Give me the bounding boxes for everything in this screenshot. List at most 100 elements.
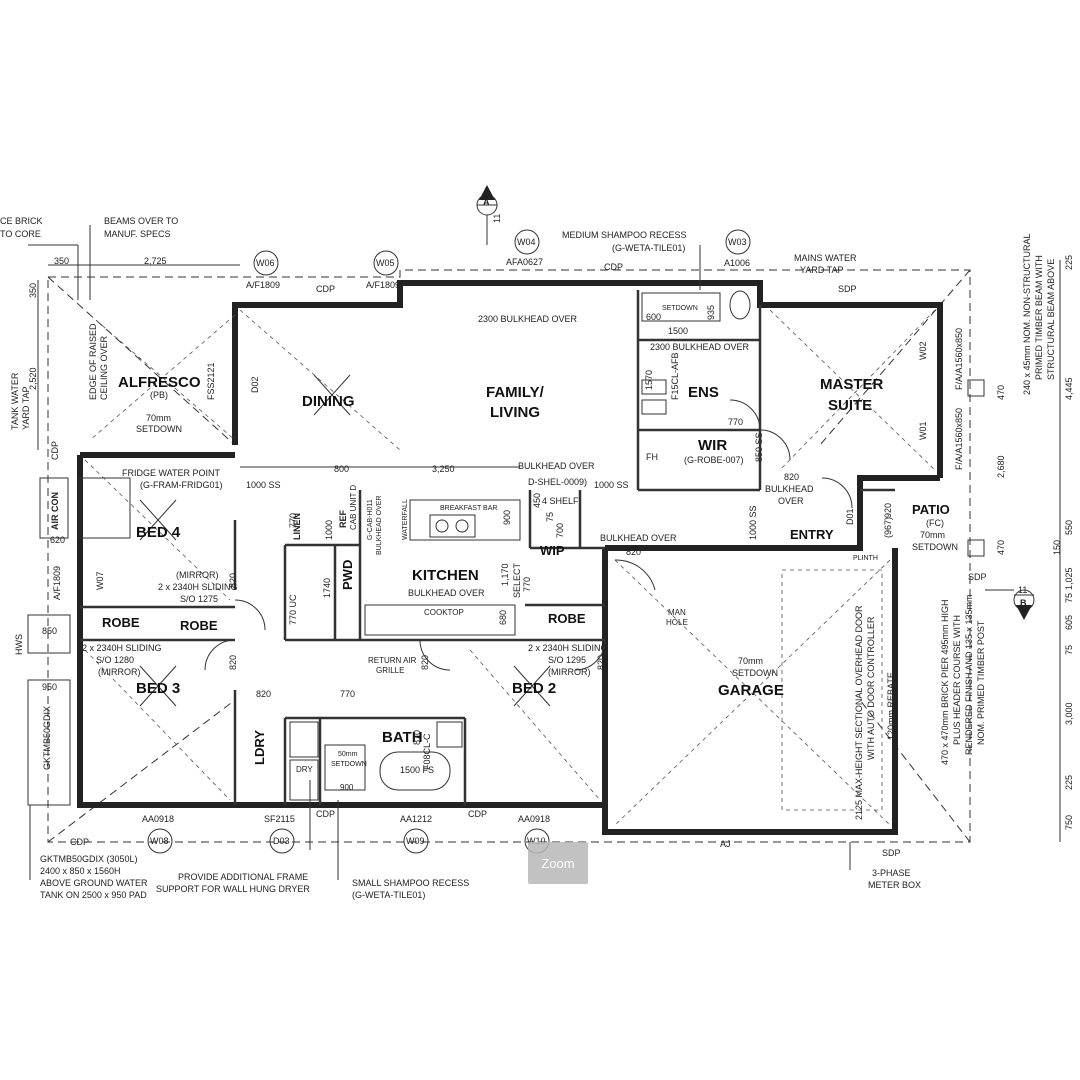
dim-r-605: 605 <box>1064 615 1074 630</box>
note-cooktop: COOKTOP <box>424 608 464 617</box>
dim-770-a: 770 <box>340 689 355 699</box>
note-bulkhead-over: BULKHEAD OVER <box>518 461 595 471</box>
leader-lines <box>28 225 851 880</box>
note-return-air-2: GRILLE <box>376 666 404 675</box>
room-bed4: BED 4 <box>136 524 181 541</box>
code-af1809-b: A/F1809 <box>366 280 400 290</box>
wir-code: (G-ROBE-007) <box>684 455 744 465</box>
code-afa0627: AFA0627 <box>506 257 543 267</box>
dim-680: 680 <box>498 610 508 625</box>
note-bulkhead-over-2: BULKHEAD OVER <box>600 533 677 543</box>
code-w08: W08 <box>150 836 169 846</box>
ceiling-diagonals <box>84 309 936 826</box>
code-w06: W06 <box>256 258 275 268</box>
code-cdp-1: CDP <box>316 284 335 294</box>
room-garage: GARAGE <box>718 682 784 699</box>
code-w04: W04 <box>517 237 536 247</box>
note-frame-2: SUPPORT FOR WALL HUNG DRYER <box>156 884 310 894</box>
dim-820-e: 820 <box>596 655 606 670</box>
note-bulkhead-2300: 2300 BULKHEAD OVER <box>478 314 578 324</box>
dim-935: 935 <box>706 305 716 320</box>
dim-820-c: 820 <box>256 689 271 699</box>
window-codes: W06 W05 W04 W03 W02 W01 W07 W08 W09 W10 … <box>95 229 928 854</box>
dim-350: 350 <box>54 256 69 266</box>
room-kitchen: KITCHEN <box>412 567 479 584</box>
code-section-a: A <box>483 197 490 207</box>
code-fa1560-b: F/A/A1560x850 <box>954 408 964 470</box>
dim-1000ss-b: 1000 SS <box>594 480 629 490</box>
dim-800: 800 <box>334 464 349 474</box>
code-fa1560-a: F/A/A1560x850 <box>954 328 964 390</box>
room-bed3: BED 3 <box>136 680 180 697</box>
dim-75: 75 <box>545 512 555 522</box>
dim-r-1025: 1,025 <box>1064 567 1074 590</box>
note-shampoo-1: MEDIUM SHAMPOO RECESS <box>562 230 687 240</box>
dim-770uc: 770 UC <box>288 594 298 625</box>
alfresco-sub: (PB) <box>150 390 168 400</box>
room-alfresco: ALFRESCO <box>118 374 201 391</box>
note-brick-1: CE BRICK <box>0 216 43 226</box>
door-swings <box>204 399 853 671</box>
patio-sub: (FC) <box>926 518 944 528</box>
dim-350v: 350 <box>28 283 38 298</box>
note-pier-2: PLUS HEADER COURSE WITH <box>952 615 962 745</box>
room-bath: BATH <box>382 729 423 746</box>
note-small-shampoo-1: SMALL SHAMPOO RECESS <box>352 878 469 888</box>
code-section-b-num: 11 <box>1018 585 1027 595</box>
code-cdp-4: CDP <box>316 809 335 819</box>
dim-2725: 2,725 <box>144 256 167 266</box>
note-edge-2: CEILING OVER <box>99 335 109 400</box>
code-d03: D03 <box>273 836 290 846</box>
dim-r-75a: 75 <box>1064 593 1074 603</box>
dim-r-225b: 225 <box>1064 775 1074 790</box>
dim-920: 920 <box>883 503 893 518</box>
dim-900: 900 <box>502 510 512 525</box>
note-sliding-b2a: 2 x 2340H SLIDING <box>528 643 608 653</box>
room-ref: REF <box>338 509 348 528</box>
room-master-1: MASTER <box>820 376 884 393</box>
room-bed2: BED 2 <box>512 680 556 697</box>
zoom-button[interactable]: Zoom <box>528 842 588 884</box>
note-setdown-bath-1: 50mm <box>338 751 358 758</box>
code-cdp-6: CDP <box>50 441 60 460</box>
note-mirror-b4b: 2 x 2340H SLIDING <box>158 582 238 592</box>
note-manhole-1: MAN <box>668 608 686 617</box>
code-aj: AJ <box>720 839 731 849</box>
note-beam-r2: PRIMED TIMBER BEAM WITH <box>1034 255 1044 380</box>
note-f08cl: F08CL-C <box>422 733 432 770</box>
dim-r-225a: 225 <box>1064 255 1074 270</box>
dim-2680: 2,680 <box>996 455 1006 478</box>
note-select: SELECT <box>512 562 522 598</box>
section-marker-b <box>985 589 1035 620</box>
dim-1000ss-c: 1000 SS <box>748 505 758 540</box>
dim-r-4445: 4,445 <box>1064 377 1074 400</box>
code-aa0918-b: AA0918 <box>518 814 550 824</box>
note-cab-unit: CAB UNIT D <box>349 485 358 530</box>
dim-600: 600 <box>646 312 661 322</box>
dim-870: 870 <box>412 730 422 745</box>
patio-setdown-1: 70mm <box>920 530 945 540</box>
note-pier-1: 470 x 470mm BRICK PIER 495mm HIGH <box>940 599 950 765</box>
note-beam-r1: 240 x 45mm NOM. NON-STRUCTURAL <box>1022 233 1032 395</box>
note-bulkhead-ens: 2300 BULKHEAD OVER <box>650 342 750 352</box>
code-w10: W10 <box>527 836 546 846</box>
code-aa0918-a: AA0918 <box>142 814 174 824</box>
dim-820-g: 820 <box>784 472 799 482</box>
note-beams-1: BEAMS OVER TO <box>104 216 178 226</box>
room-patio: PATIO <box>912 502 950 517</box>
code-section-a-num: 11 <box>492 214 502 223</box>
interior-walls <box>80 290 895 805</box>
note-meter-1: 3-PHASE <box>872 868 911 878</box>
dim-1000ss-a: 1000 SS <box>246 480 281 490</box>
note-fh: FH <box>646 452 658 462</box>
dim-3250: 3,250 <box>432 464 455 474</box>
patio-setdown-2: SETDOWN <box>912 542 958 552</box>
dim-450: 450 <box>532 493 542 508</box>
room-pwd: PWD <box>340 560 355 590</box>
note-bulkhead-entry-2: OVER <box>778 496 804 506</box>
alfresco-setdown-2: SETDOWN <box>136 424 182 434</box>
note-garage-door-1: 2125 MAX-HEIGHT SECTIONAL OVERHEAD DOOR <box>854 605 864 820</box>
dim-1500: 1500 <box>668 326 688 336</box>
dim-r-3000: 3,000 <box>1064 702 1074 725</box>
